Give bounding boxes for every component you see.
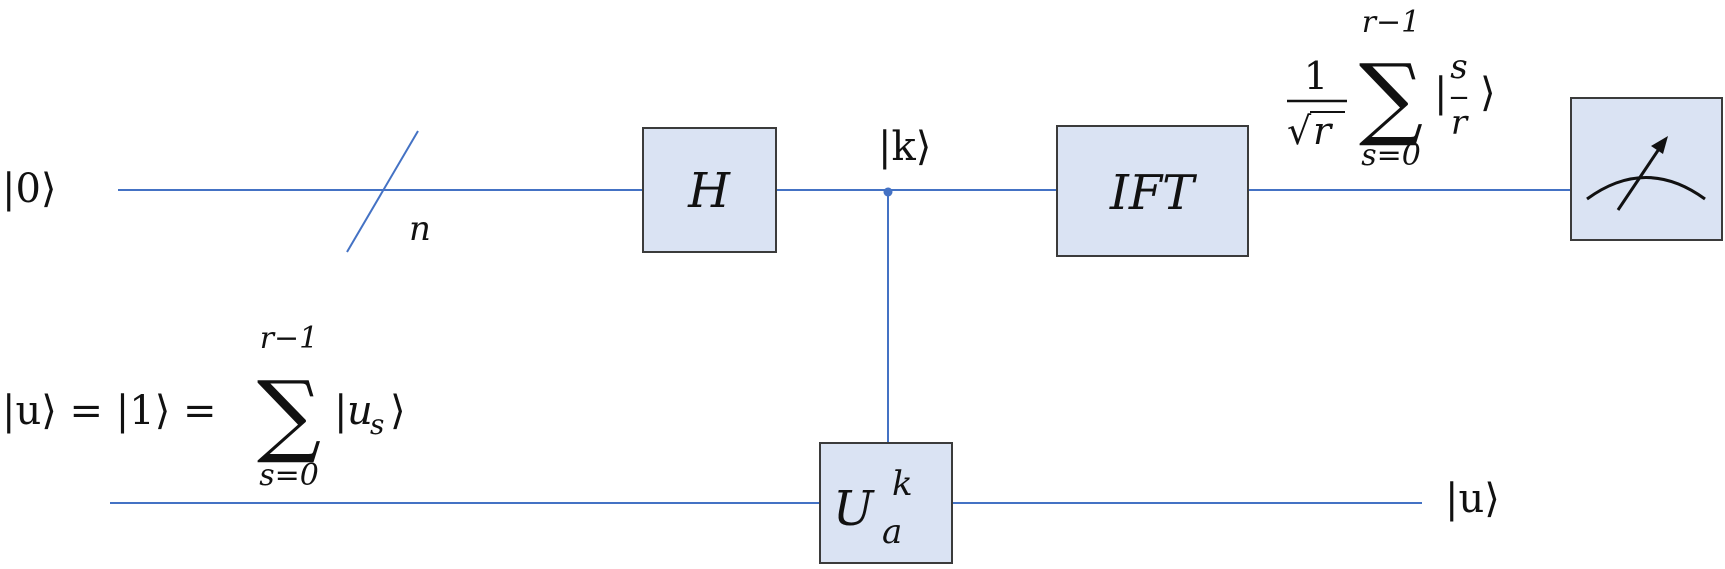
- input-ket-zero: |0⟩: [2, 166, 57, 212]
- output-sum-lower: s=0: [1361, 138, 1421, 173]
- controlled-unitary-base: U: [833, 481, 875, 537]
- output-state-formula: 1 √ r r−1 ∑ s=0 | s − r ⟩: [1287, 5, 1496, 173]
- output-ket-close: ⟩: [1480, 70, 1496, 116]
- controlled-unitary-superscript: k: [892, 464, 913, 504]
- input-term-var: u: [347, 388, 373, 434]
- controlled-unitary-subscript: a: [882, 512, 902, 552]
- measurement-box[interactable]: [1570, 97, 1723, 241]
- intermediate-ket-k: |k⟩: [878, 124, 931, 170]
- control-dot: [883, 187, 893, 197]
- meter-needle-icon: [1616, 142, 1665, 211]
- output-sum-upper: r−1: [1362, 5, 1421, 40]
- input-sum-upper: r−1: [260, 321, 319, 356]
- output-ket-open: |: [1434, 70, 1447, 116]
- input-term-open: |: [334, 388, 347, 434]
- output-coef-radical: √: [1287, 109, 1312, 153]
- inverse-fourier-gate[interactable]: IFT: [1056, 125, 1249, 257]
- input-sum-lower: s=0: [259, 458, 319, 493]
- input-term-close: ⟩: [390, 388, 406, 434]
- input-state-formula: |u⟩ = |1⟩ = r−1 ∑ s=0 | u s ⟩: [2, 321, 406, 493]
- inverse-fourier-gate-label: IFT: [1109, 165, 1197, 221]
- output-coef-radicand: r: [1313, 109, 1334, 153]
- output-coef-numerator: 1: [1304, 54, 1328, 98]
- register-size-label: n: [409, 209, 431, 249]
- input-term-sub: s: [370, 408, 384, 441]
- output-frac-denominator: r: [1451, 103, 1469, 143]
- controlled-unitary-gate[interactable]: U k a: [819, 442, 953, 564]
- hadamard-gate-label: H: [687, 163, 731, 219]
- input-sum-symbol: ∑: [257, 362, 321, 467]
- output-sum-symbol: ∑: [1359, 45, 1423, 150]
- meter-icon: [1586, 176, 1706, 201]
- output-frac-bar: −: [1448, 83, 1470, 113]
- meter-needle-arrowhead-icon: [1651, 136, 1668, 154]
- output-frac-numerator: s: [1450, 47, 1467, 87]
- output-ket-u: |u⟩: [1445, 476, 1500, 522]
- register-slash: [346, 130, 419, 253]
- input-state-lhs: |u⟩ = |1⟩ =: [2, 388, 217, 434]
- hadamard-gate[interactable]: H: [642, 127, 777, 253]
